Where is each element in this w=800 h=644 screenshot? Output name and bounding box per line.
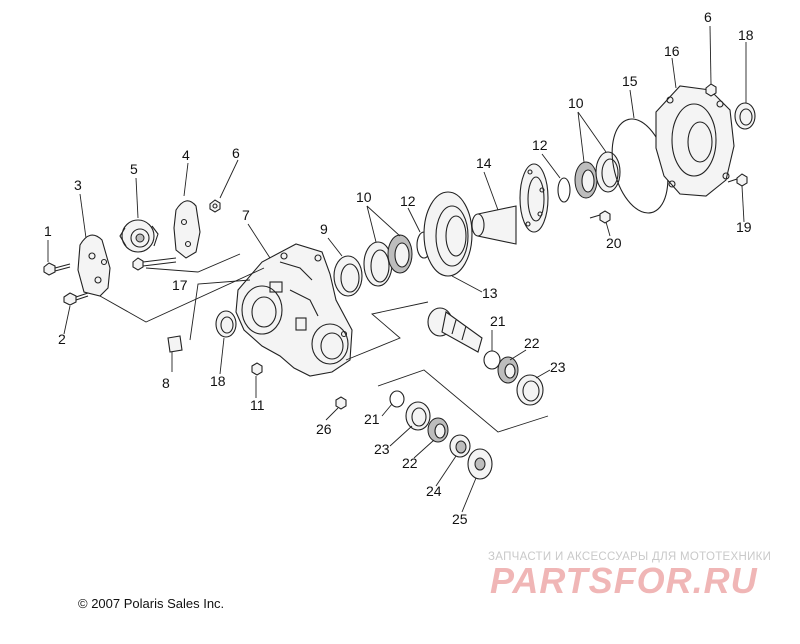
bolt-20: [589, 210, 611, 224]
bracket-3: [77, 234, 111, 297]
callout-22-upper: 22: [524, 335, 540, 351]
nut-6-left: [209, 199, 221, 213]
callout-18-right: 18: [738, 27, 754, 43]
callout-11: 11: [250, 397, 265, 413]
seal-9: [333, 255, 363, 297]
copyright-notice: © 2007 Polaris Sales Inc.: [78, 596, 225, 611]
callout-21-lower: 21: [364, 411, 380, 427]
bolt-17: [132, 257, 177, 271]
callout-26: 26: [316, 421, 332, 437]
callout-13: 13: [482, 285, 498, 301]
callout-6-right: 6: [704, 9, 712, 25]
callout-24: 24: [426, 483, 442, 499]
callout-5: 5: [130, 161, 138, 177]
housing-7: [235, 243, 353, 377]
plug-26: [335, 396, 347, 410]
cover-16: [655, 85, 735, 197]
callout-21-upper: 21: [490, 313, 506, 329]
watermark-tagline: ЗАПЧАСТИ И АКСЕССУАРЫ ДЛЯ МОТОТЕХНИКИ: [488, 551, 772, 563]
callout-20: 20: [606, 235, 622, 251]
ring-21-lower: [389, 390, 405, 408]
bearing-cup-10-right: [595, 151, 621, 193]
callout-7: 7: [242, 207, 250, 223]
callout-17: 17: [172, 277, 188, 293]
flange-5: [119, 219, 159, 253]
callout-15: 15: [622, 73, 638, 89]
bracket-4: [173, 200, 201, 259]
bearing-cone-10-right: [574, 161, 598, 199]
cup-23-upper: [516, 374, 544, 406]
callout-23-upper: 23: [550, 359, 566, 375]
callout-22-lower: 22: [402, 455, 418, 471]
callout-8: 8: [162, 375, 170, 391]
callout-2: 2: [58, 331, 66, 347]
callout-23-lower: 23: [374, 441, 390, 457]
callout-18-left: 18: [210, 373, 226, 389]
callout-19: 19: [736, 219, 752, 235]
washer-25: [467, 448, 493, 480]
bearing-cup-10-left: [363, 241, 393, 287]
assembly-group-lines: [99, 253, 549, 433]
callout-12-right: 12: [532, 137, 548, 153]
callout-12-left: 12: [400, 193, 416, 209]
watermark-logo: PARTSFOR.RU: [490, 560, 758, 601]
seal-18-right: [734, 102, 756, 130]
callout-16: 16: [664, 43, 680, 59]
bolt-1: [43, 262, 71, 276]
bearing-22-lower: [427, 417, 449, 443]
callout-6-left: 6: [232, 145, 240, 161]
ring-21-upper: [483, 350, 501, 370]
bolt-19: [727, 173, 748, 187]
plug-11: [251, 362, 263, 376]
hub-14: [471, 163, 549, 245]
callout-1: 1: [44, 223, 52, 239]
callout-10-right: 10: [568, 95, 584, 111]
leader-lines: [47, 25, 747, 513]
nut-6-right: [705, 83, 717, 97]
callout-10-left: 10: [356, 189, 372, 205]
ring-12-right: [557, 177, 571, 203]
callout-25: 25: [452, 511, 468, 527]
callout-4: 4: [182, 147, 190, 163]
pinion-shaft: [427, 307, 483, 353]
callout-9: 9: [320, 221, 328, 237]
callout-labels: 1 2 3 4 5 6 6 7 8 9 10 10 11 12 12 13 14…: [44, 9, 754, 527]
bolt-2: [63, 292, 89, 306]
callout-3: 3: [74, 177, 82, 193]
seal-24: [449, 434, 471, 458]
bearing-22-upper: [497, 356, 519, 384]
spacer-8: [167, 335, 183, 353]
cup-23-lower: [405, 401, 431, 431]
ring-gear-13: [423, 191, 473, 277]
callout-14: 14: [476, 155, 492, 171]
bearing-cone-10-left: [387, 234, 413, 274]
seal-18-left: [215, 310, 237, 338]
